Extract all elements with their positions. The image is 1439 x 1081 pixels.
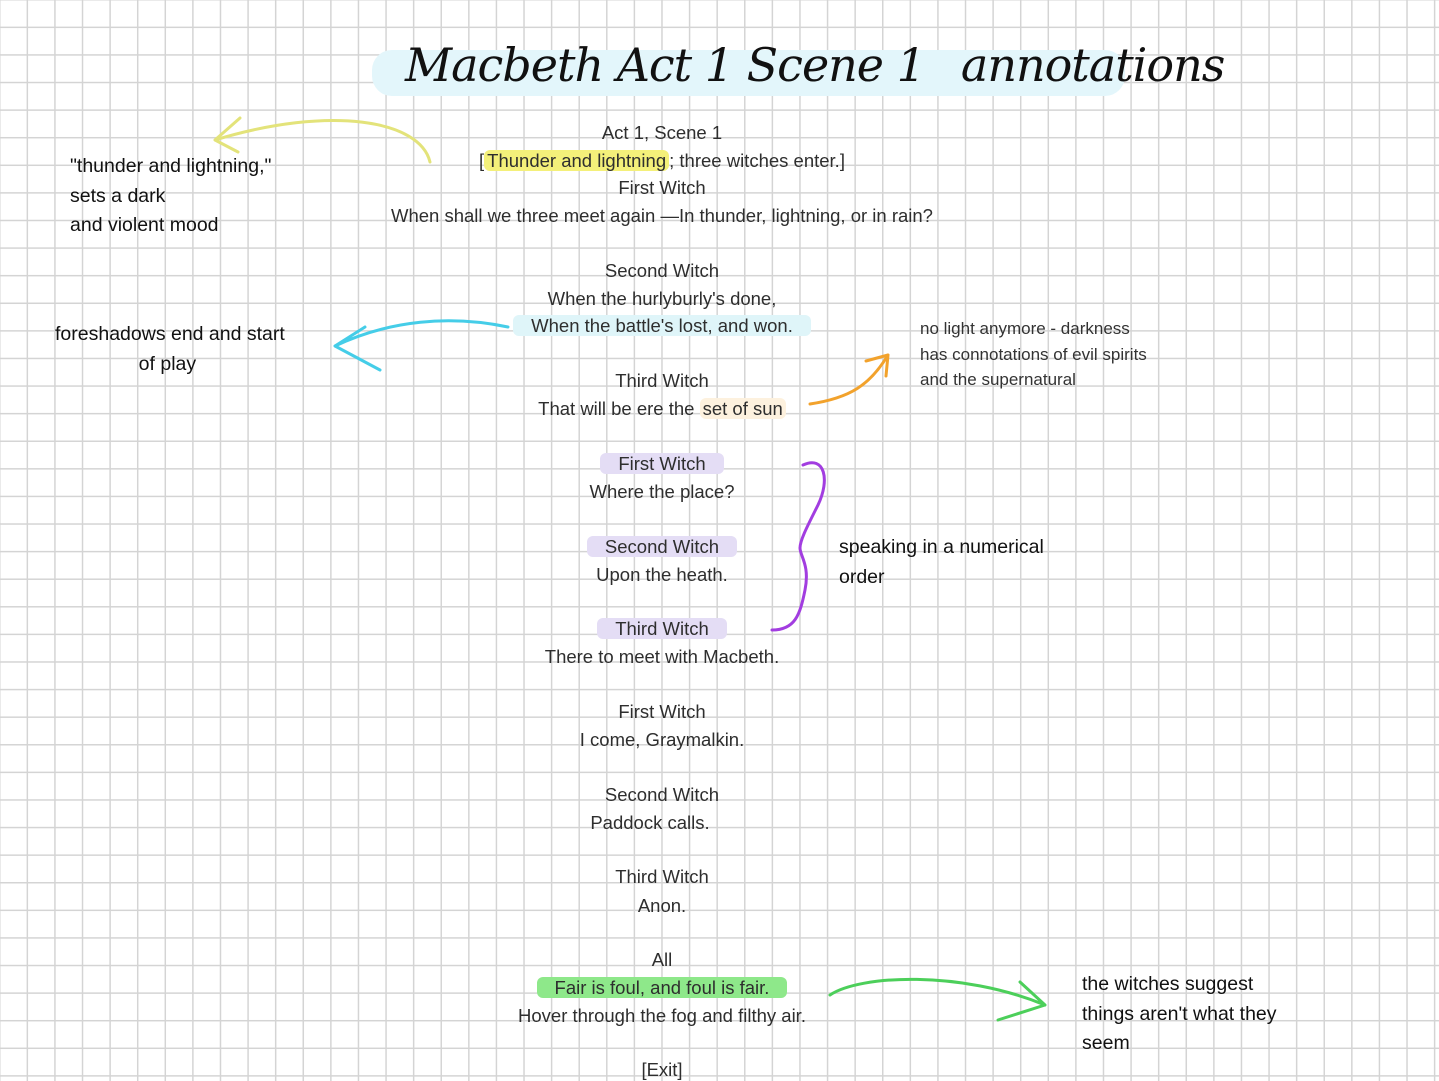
line-text: Anon.: [637, 895, 687, 916]
note-order: speaking in a numerical order: [839, 533, 1044, 592]
line-text: That will be ere the: [538, 398, 700, 419]
script-line: Third Witch: [0, 370, 1324, 392]
note-line: order: [839, 565, 885, 588]
highlighted-text: Second Witch: [586, 536, 738, 557]
title-annotations: annotations: [960, 38, 1225, 92]
note-line: no light anymore - darkness: [920, 319, 1130, 338]
script-line: First Witch: [0, 701, 1324, 723]
line-text: Second Witch: [604, 260, 720, 281]
highlighted-text: Third Witch: [597, 618, 727, 639]
script-line: Hover through the fog and filthy air.: [0, 1005, 1324, 1027]
line-text: First Witch: [618, 177, 706, 198]
line-text: Upon the heath.: [596, 564, 728, 585]
script-line: Anon.: [0, 895, 1324, 917]
note-line: speaking in a numerical: [839, 536, 1044, 558]
line-text: Hover through the fog and filthy air.: [518, 1005, 806, 1026]
script-line: Second Witch: [0, 260, 1324, 282]
note-thunder: "thunder and lightning," sets a dark and…: [70, 152, 271, 241]
script-line: When the hurlyburly's done,: [0, 288, 1324, 310]
line-text: When shall we three meet again —In thund…: [391, 205, 933, 226]
highlighted-text: When the battle's lost, and won.: [513, 315, 811, 336]
note-darkness: no light anymore - darkness has connotat…: [920, 316, 1147, 393]
note-line: has connotations of evil spirits: [920, 344, 1147, 364]
script-line: There to meet with Macbeth.: [0, 646, 1324, 668]
line-text: Act 1, Scene 1: [601, 122, 723, 143]
script-line: All: [0, 949, 1324, 971]
script-line: When the battle's lost, and won.: [0, 315, 1324, 337]
purple-brace-icon: [770, 461, 826, 632]
line-text: I come, Graymalkin.: [579, 729, 745, 750]
line-text: Paddock calls.: [590, 812, 710, 833]
note-line: the witches suggest: [1082, 973, 1254, 995]
script-line: Paddock calls.: [0, 812, 1312, 834]
note-line: sets a dark: [70, 184, 166, 207]
script-line: I come, Graymalkin.: [0, 729, 1324, 751]
line-text: Second Witch: [604, 784, 720, 805]
note-fair: the witches suggest things aren't what t…: [1082, 970, 1277, 1059]
script-line: Third Witch: [0, 866, 1324, 888]
line-text: [Exit]: [641, 1059, 683, 1080]
note-line: things aren't what they: [1082, 1002, 1277, 1025]
line-text: When the hurlyburly's done,: [547, 288, 777, 309]
page-title: Macbeth Act 1 Scene 1 annotations: [405, 38, 1225, 92]
title-highlight: [372, 50, 1125, 96]
note-line: of play: [138, 352, 197, 375]
script-line: Third Witch: [0, 618, 1324, 640]
line-text: There to meet with Macbeth.: [544, 646, 780, 667]
script-line: Second Witch: [0, 536, 1324, 558]
script-line: [Thunder and lightning; three witches en…: [0, 150, 1324, 172]
title-main: Macbeth Act 1 Scene 1: [405, 38, 926, 92]
highlighted-text: set of sun: [699, 398, 786, 419]
script-line: First Witch: [0, 453, 1324, 475]
script-line: When shall we three meet again —In thund…: [0, 205, 1324, 227]
note-line: and the supernatural: [920, 370, 1076, 389]
script-line: First Witch: [0, 177, 1324, 199]
script-line: Act 1, Scene 1: [0, 122, 1324, 144]
line-text: All: [651, 949, 673, 970]
note-line: and violent mood: [70, 214, 219, 236]
script-line: Fair is foul, and foul is fair.: [0, 977, 1324, 999]
cyan-arrow-icon: [333, 319, 510, 372]
line-text: Third Witch: [615, 370, 709, 391]
green-arrow-icon: [828, 977, 1047, 1022]
note-line: foreshadows end and start: [55, 323, 285, 345]
line-text: [: [479, 150, 485, 171]
yellow-arrow-icon: [213, 116, 432, 164]
script-line: Upon the heath.: [0, 564, 1324, 586]
note-line: "thunder and lightning,": [70, 155, 272, 177]
note-foreshadow: foreshadows end and start of play: [55, 320, 285, 379]
orange-arrow-icon: [808, 353, 890, 406]
line-text: ; three witches enter.]: [669, 150, 845, 171]
line-text: Where the place?: [589, 481, 735, 502]
line-text: First Witch: [618, 701, 706, 722]
note-line: seem: [1082, 1032, 1130, 1054]
highlighted-text: Thunder and lightning: [484, 150, 670, 171]
script-line: [Exit]: [0, 1059, 1324, 1081]
highlighted-text: First Witch: [600, 453, 724, 474]
script-line: That will be ere the set of sun: [0, 398, 1324, 420]
script-line: Where the place?: [0, 481, 1324, 503]
highlighted-text: Fair is foul, and foul is fair.: [536, 977, 788, 998]
script-line: Second Witch: [0, 784, 1324, 806]
line-text: Third Witch: [615, 866, 709, 887]
